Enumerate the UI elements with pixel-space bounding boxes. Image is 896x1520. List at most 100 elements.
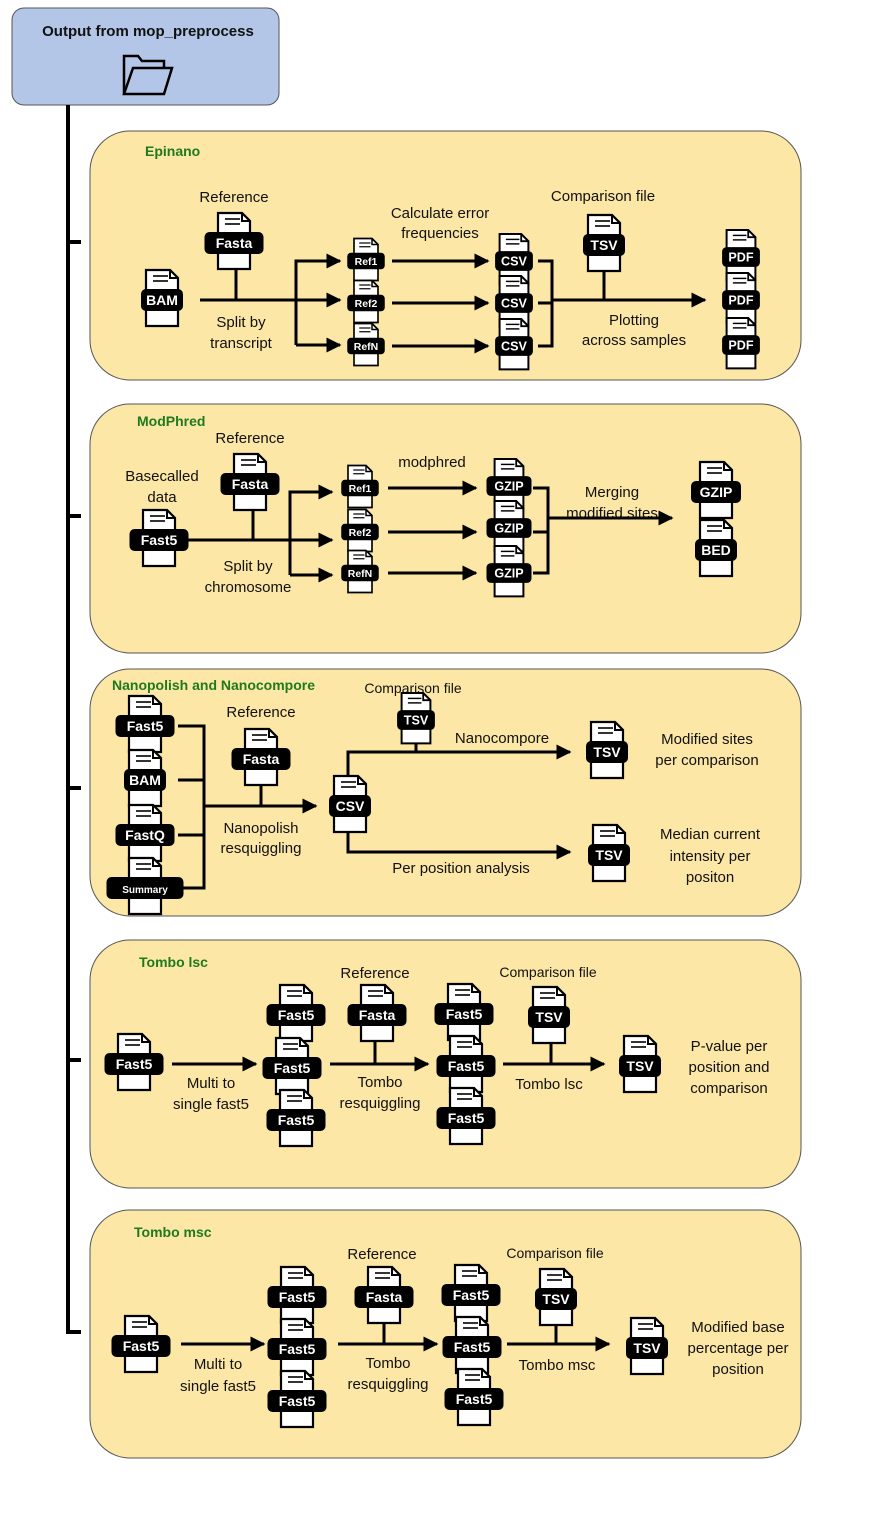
file-icon: FastQ <box>115 803 175 863</box>
file-type-label: PDF <box>728 339 753 353</box>
file-type-label: TSV <box>595 847 623 863</box>
file-type-label: BED <box>701 542 731 558</box>
file-type-label: PDF <box>728 251 753 265</box>
connectors <box>172 253 707 1352</box>
file-icon: TSV <box>586 720 628 780</box>
file-type-label: RefN <box>354 341 379 353</box>
file-type-label: Fast5 <box>454 1339 491 1355</box>
file-icon: Fasta <box>354 1265 414 1325</box>
file-type-label: Fast5 <box>456 1391 493 1407</box>
file-icon: GZIP <box>691 460 741 520</box>
label-per-position: Per position analysis <box>392 860 530 877</box>
label-output-1: Modified base <box>691 1319 784 1336</box>
file-type-label: Fast5 <box>274 1060 311 1076</box>
file-type-label: CSV <box>501 340 527 354</box>
file-type-label: TSV <box>542 1291 570 1307</box>
file-icon: CSV <box>495 275 533 328</box>
file-type-label: BAM <box>146 292 178 308</box>
file-type-label: PDF <box>728 294 753 308</box>
file-icon: GZIP <box>486 500 532 553</box>
label-nanocompore: Nanocompore <box>455 730 549 747</box>
file-type-label: Summary <box>122 885 168 896</box>
label-output-2: position and <box>689 1059 770 1076</box>
label-reference: Reference <box>347 1246 416 1263</box>
file-type-label: RefN <box>348 568 373 580</box>
file-type-label: CSV <box>336 798 365 814</box>
file-icon: Summary <box>106 856 184 916</box>
file-type-label: Fasta <box>366 1289 403 1305</box>
file-icon: Ref1 <box>341 464 379 509</box>
file-icon: Fast5 <box>267 1369 327 1429</box>
label-basecalled-2: data <box>147 489 177 506</box>
file-icon: PDF <box>722 272 760 325</box>
label-output-3: comparison <box>690 1080 768 1097</box>
label-reference: Reference <box>215 430 284 447</box>
file-icon: PDF <box>722 317 760 370</box>
file-type-label: Ref1 <box>349 483 372 495</box>
file-icon: Fast5 <box>434 982 494 1042</box>
file-icon: Fast5 <box>129 508 189 568</box>
file-icon: Fast5 <box>442 1315 502 1375</box>
file-icon: Ref2 <box>341 508 379 553</box>
label-median-1: Median current <box>660 826 761 843</box>
file-icon: BED <box>695 518 737 578</box>
file-icon: Fast5 <box>267 1317 327 1377</box>
file-type-label: Fasta <box>359 1007 396 1023</box>
file-type-label: TSV <box>633 1340 661 1356</box>
file-type-label: BAM <box>129 772 161 788</box>
file-type-label: Fast5 <box>279 1289 316 1305</box>
label-split-2: chromosome <box>205 579 292 596</box>
label-resquiggle-2: resquiggling <box>340 1095 421 1112</box>
label-reference: Reference <box>340 965 409 982</box>
label-calc-1: Calculate error <box>391 205 489 222</box>
file-type-label: Fasta <box>232 476 269 492</box>
file-type-label: Fast5 <box>453 1287 490 1303</box>
file-type-label: CSV <box>501 255 527 269</box>
file-icon: Fast5 <box>111 1314 171 1374</box>
file-type-label: TSV <box>593 744 621 760</box>
label-resquiggle-1: Nanopolish <box>223 820 298 837</box>
file-icon: Ref2 <box>347 279 385 324</box>
label-multi-2: single fast5 <box>173 1096 249 1113</box>
label-multi-1: Multi to <box>194 1356 242 1373</box>
label-comparison: Comparison file <box>364 680 461 696</box>
label-tool: Tombo lsc <box>515 1076 583 1093</box>
label-multi-2: single fast5 <box>180 1378 256 1395</box>
file-icon: CSV <box>495 233 533 286</box>
file-type-label: Fasta <box>243 751 280 767</box>
file-type-label: GZIP <box>494 567 523 581</box>
file-icon: BAM <box>141 268 183 328</box>
label-comparison: Comparison file <box>551 188 655 205</box>
file-icons: FastaBAMRef1Ref2RefNCSVCSVCSVTSVPDFPDFPD… <box>104 211 760 1429</box>
label-reference: Reference <box>199 189 268 206</box>
section-title-tombo-lsc: Tombo lsc <box>139 954 208 970</box>
folder-icon <box>122 54 174 96</box>
section-title-nanopolish: Nanopolish and Nanocompore <box>112 677 315 693</box>
label-basecalled-1: Basecalled <box>125 468 198 485</box>
file-icon: CSV <box>495 318 533 371</box>
file-type-label: GZIP <box>494 522 523 536</box>
label-plot-2: across samples <box>582 332 686 349</box>
file-icon: RefN <box>341 549 379 594</box>
label-resquiggle-2: resquiggling <box>221 840 302 857</box>
file-icon: TSV <box>528 985 570 1045</box>
file-icon: Fasta <box>220 452 280 512</box>
file-type-label: Fast5 <box>446 1006 483 1022</box>
header-box: Output from mop_preprocess <box>11 7 280 106</box>
file-type-label: GZIP <box>700 484 733 500</box>
label-modified-2: per comparison <box>655 752 758 769</box>
file-icon: BAM <box>124 748 166 808</box>
file-type-label: GZIP <box>494 480 523 494</box>
label-median-2: intensity per <box>670 848 751 865</box>
file-icon: CSV <box>329 774 371 834</box>
label-reference: Reference <box>226 704 295 721</box>
file-icon: RefN <box>347 322 385 367</box>
file-icon: Fasta <box>204 211 264 271</box>
label-median-3: positon <box>686 869 734 886</box>
label-resquiggle-1: Tombo <box>365 1355 410 1372</box>
file-icon: GZIP <box>486 458 532 511</box>
file-icon: Fast5 <box>444 1367 504 1427</box>
file-icon: Fast5 <box>104 1032 164 1092</box>
file-icon: TSV <box>626 1316 668 1376</box>
file-type-label: Ref2 <box>349 527 372 539</box>
